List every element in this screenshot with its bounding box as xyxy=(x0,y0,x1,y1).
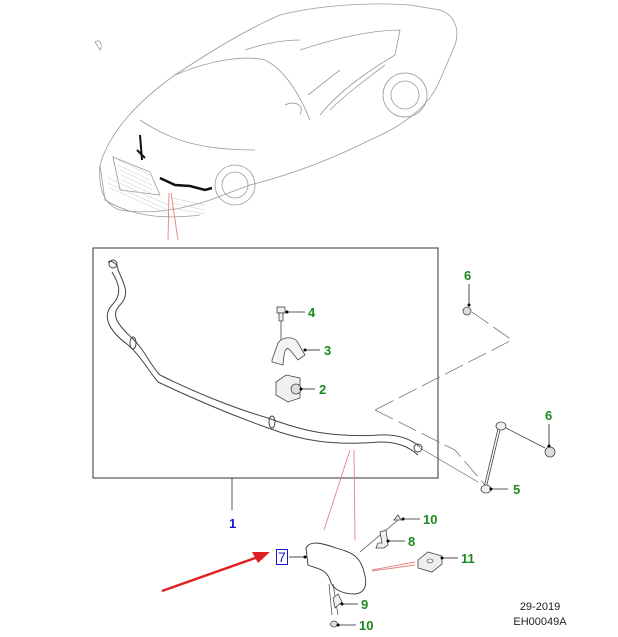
shield-part-7 xyxy=(305,542,367,595)
callout-6-lower[interactable]: 6 xyxy=(545,408,553,423)
callout-8[interactable]: 8 xyxy=(408,534,416,549)
fastener-part-10-lower xyxy=(330,620,338,628)
vehicle-stabilizer-highlight xyxy=(159,176,213,192)
fastener-part-10-upper xyxy=(393,514,402,521)
callout-2[interactable]: 2 xyxy=(319,382,327,397)
bracket-part-8 xyxy=(375,529,389,549)
red-arrow-pointer xyxy=(161,552,270,593)
clip-part-11 xyxy=(417,551,443,573)
callout-4[interactable]: 4 xyxy=(308,305,316,320)
leader-line-car-a xyxy=(167,192,170,241)
clip-part-9 xyxy=(332,593,343,609)
callout-1[interactable]: 1 xyxy=(229,516,237,531)
leader-line-bar-b xyxy=(353,449,356,541)
vehicle-outline xyxy=(94,3,458,218)
callout-11[interactable]: 11 xyxy=(461,551,475,566)
callout-7[interactable]: 7 xyxy=(276,549,288,565)
bracket-part-3 xyxy=(271,337,306,366)
bushing-part-2 xyxy=(275,374,302,403)
callout-10-lower[interactable]: 10 xyxy=(359,618,374,633)
callout-6-upper[interactable]: 6 xyxy=(464,268,472,283)
link-part-5 xyxy=(480,421,546,494)
leader-line-car-b xyxy=(170,192,179,241)
callout-9[interactable]: 9 xyxy=(361,597,369,612)
callout-10-upper[interactable]: 10 xyxy=(423,512,438,527)
grille-hatching xyxy=(107,159,206,216)
illustration-footer: 29-2019 EH00049A xyxy=(500,600,580,630)
stabilizer-bar xyxy=(106,259,423,456)
date-code: 29-2019 xyxy=(519,601,561,613)
nut-part-6-lower xyxy=(544,446,556,458)
link-guide-lines xyxy=(374,311,513,486)
assembly-frame xyxy=(92,247,439,479)
nut-part-6-upper xyxy=(462,306,472,316)
leader-line-bar-a xyxy=(323,449,351,531)
callout-3[interactable]: 3 xyxy=(324,343,332,358)
illustration-id: EH00049A xyxy=(513,616,567,628)
callout-5[interactable]: 5 xyxy=(513,482,521,497)
vehicle-link-highlight xyxy=(136,134,146,161)
